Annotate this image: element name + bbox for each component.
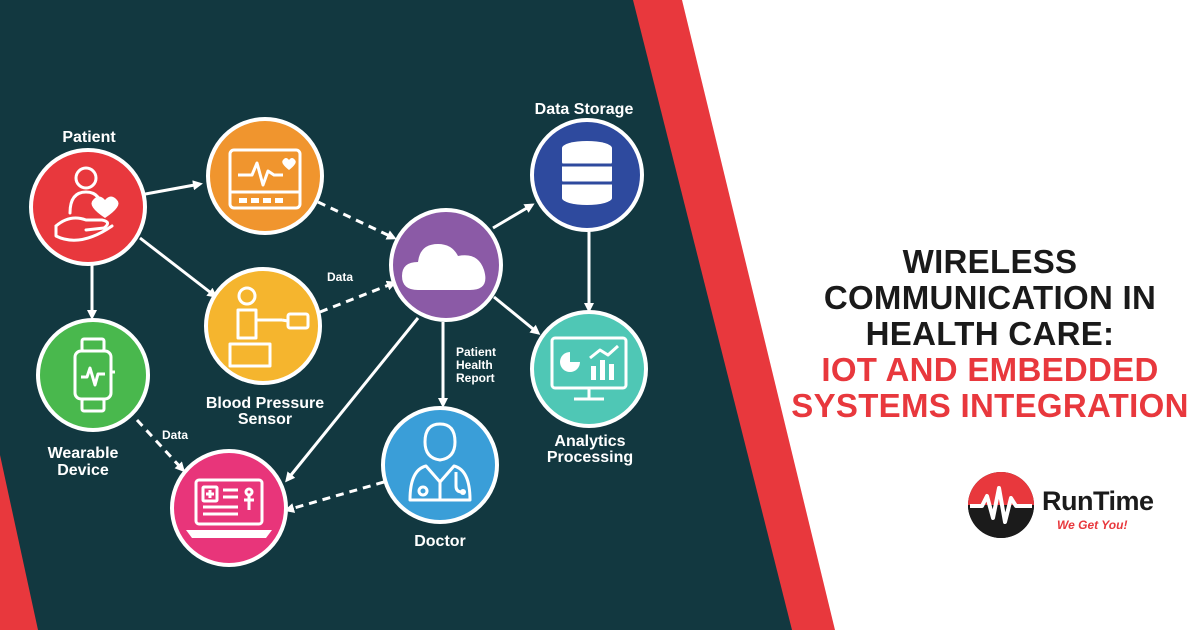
edge-bp-cloud [319, 280, 397, 314]
edge-wearable-laptop [135, 418, 186, 473]
smartwatch-icon [73, 337, 115, 413]
node-data-storage [530, 118, 644, 232]
edge-cloud-storage [492, 203, 535, 230]
node-laptop [170, 449, 288, 567]
edge-cloud-laptop [285, 317, 420, 483]
edge-label-report-line3: Report [456, 371, 495, 385]
node-cloud [389, 208, 503, 322]
edge-label-report-line2: Health [456, 358, 493, 372]
label-analytics-line2: Processing [547, 449, 633, 466]
iot-network-diagram: Patient Data Storage Blood Pressure Sens… [29, 101, 648, 567]
doctor-icon [408, 422, 472, 502]
headline-line-2: COMMUNICATION IN [823, 279, 1157, 316]
edge-cloud-analytics [493, 295, 541, 335]
logo-tagline: We Get You! [1057, 518, 1128, 532]
cloud-icon [402, 244, 486, 290]
edge-monitor-cloud [317, 200, 397, 240]
label-analytics-line1: Analytics [554, 433, 625, 450]
headline-line-4: IOT AND EMBEDDED [821, 351, 1159, 388]
label-bp-sensor-line1: Blood Pressure [206, 395, 324, 412]
label-bp-sensor-line2: Sensor [238, 411, 292, 428]
runtime-logo: RunTime We Get You! [968, 472, 1168, 542]
label-patient: Patient [62, 129, 116, 146]
red-corner-accent [0, 455, 38, 630]
vital-monitor-icon [228, 148, 302, 210]
node-bp-sensor [204, 267, 322, 385]
edge-doctor-laptop [284, 480, 385, 513]
edge-patient-bp [139, 236, 218, 298]
database-icon [562, 141, 612, 205]
headline: WIRELESS COMMUNICATION IN HEALTH CARE: I… [790, 244, 1190, 424]
label-wearable-line2: Device [57, 462, 109, 479]
node-doctor [381, 406, 499, 524]
edge-label-data-bp: Data [327, 270, 353, 284]
headline-line-5: SYSTEMS INTEGRATION [791, 387, 1189, 424]
logo-badge-icon [968, 472, 1034, 538]
node-analytics [530, 310, 648, 428]
patient-care-icon [54, 166, 119, 242]
edge-patient-monitor [139, 180, 203, 197]
analytics-monitor-icon [550, 336, 628, 401]
blood-pressure-icon [228, 286, 310, 368]
headline-line-1: WIRELESS [902, 243, 1078, 280]
label-wearable-line1: Wearable [48, 445, 119, 462]
logo-name: RunTime [1042, 486, 1154, 516]
edge-label-data-wearable: Data [162, 428, 188, 442]
label-doctor: Doctor [414, 533, 466, 550]
label-data-storage: Data Storage [535, 101, 634, 118]
node-patient [29, 148, 147, 266]
node-monitor [206, 117, 324, 235]
node-wearable [36, 318, 150, 432]
edge-label-report-line1: Patient [456, 345, 496, 359]
headline-line-3: HEALTH CARE: [865, 315, 1115, 352]
medical-laptop-icon [186, 478, 272, 538]
